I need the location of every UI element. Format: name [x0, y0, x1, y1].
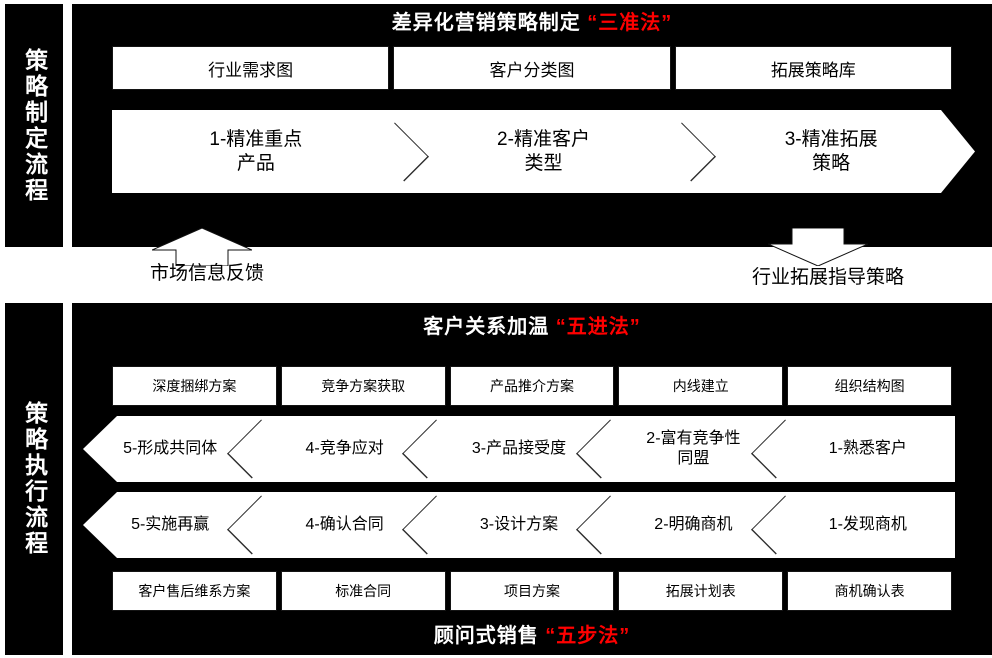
label-box[interactable]: 组织结构图 — [787, 366, 952, 406]
process-step[interactable]: 1-熟悉客户 — [781, 416, 955, 482]
panel-top-title: 差异化营销策略制定 “三准法” — [72, 6, 992, 35]
process-step[interactable]: 3-设计方案 — [432, 492, 606, 558]
label-box[interactable]: 拓展计划表 — [618, 571, 784, 611]
label-box[interactable]: 内线建立 — [618, 366, 784, 406]
sidebar-strategy-execution: 策略执行流程 — [5, 303, 63, 655]
feedback-up-arrow-icon — [152, 228, 252, 266]
label-box[interactable]: 拓展策略库 — [674, 46, 952, 90]
process-step[interactable]: 4-竞争应对 — [257, 416, 431, 482]
panel-top-title-main: 差异化营销策略制定 — [391, 12, 581, 34]
label-box[interactable]: 产品推介方案 — [449, 366, 615, 406]
process-step[interactable]: 1-发现商机 — [781, 492, 955, 558]
panel-top-title-accent: “三准法” — [587, 12, 673, 34]
process-step[interactable]: 2-精准客户类型 — [400, 110, 688, 193]
process-step[interactable]: 1-精准重点产品 — [209, 129, 303, 174]
feedback-up-arrow-label: 市场信息反馈 — [150, 263, 265, 284]
sidebar-strategy-formulation: 策略制定流程 — [5, 4, 63, 247]
panel-footer-title-main: 顾问式销售 — [433, 625, 539, 647]
sidebar-top-label: 策略制定流程 — [21, 47, 48, 204]
label-box[interactable]: 标准合同 — [280, 571, 446, 611]
process-step[interactable]: 5-形成共同体 — [123, 440, 218, 458]
sidebar-bottom-label: 策略执行流程 — [21, 401, 48, 557]
process-step[interactable]: 5-实施再赢 — [131, 516, 210, 534]
guidance-down-arrow-icon — [768, 228, 868, 266]
label-box[interactable]: 深度捆绑方案 — [112, 366, 277, 406]
panel-footer-title-accent: “五步法” — [545, 625, 631, 647]
label-box[interactable]: 商机确认表 — [787, 571, 952, 611]
consultative-sales-process-arrow: 5-实施再赢 4-确认合同 3-设计方案 2-明确商机 1-发现商机 — [83, 492, 955, 558]
process-step[interactable]: 4-确认合同 — [257, 492, 431, 558]
top-label-box-row: 行业需求图 客户分类图 拓展策略库 — [112, 46, 952, 90]
label-box[interactable]: 行业需求图 — [112, 46, 390, 90]
process-step[interactable]: 2-富有竞争性同盟 — [606, 416, 780, 482]
label-box[interactable]: 竞争方案获取 — [280, 366, 446, 406]
process-step[interactable]: 3-产品接受度 — [432, 416, 606, 482]
bottom-label-box-row: 客户售后维系方案 标准合同 项目方案 拓展计划表 商机确认表 — [112, 571, 952, 611]
process-step[interactable]: 2-明确商机 — [606, 492, 780, 558]
customer-relationship-process-arrow: 5-形成共同体 4-竞争应对 3-产品接受度 2-富有竞争性同盟 1-熟悉客户 — [83, 416, 955, 482]
label-box[interactable]: 客户售后维系方案 — [112, 571, 277, 611]
top-process-arrow: 1-精准重点产品 2-精准客户类型 3-精准拓展策略 — [112, 110, 975, 193]
label-box[interactable]: 客户分类图 — [393, 46, 671, 90]
panel-bottom-title-main: 客户关系加温 — [423, 316, 550, 338]
panel-bottom-title-accent: “五进法” — [555, 316, 641, 338]
mid-label-box-row: 深度捆绑方案 竞争方案获取 产品推介方案 内线建立 组织结构图 — [112, 366, 952, 406]
process-step[interactable]: 3-精准拓展策略 — [687, 110, 975, 193]
label-box[interactable]: 项目方案 — [449, 571, 615, 611]
guidance-down-arrow-label: 行业拓展指导策略 — [752, 267, 905, 288]
panel-footer-title: 顾问式销售 “五步法” — [72, 619, 992, 648]
panel-bottom-title: 客户关系加温 “五进法” — [72, 310, 992, 339]
